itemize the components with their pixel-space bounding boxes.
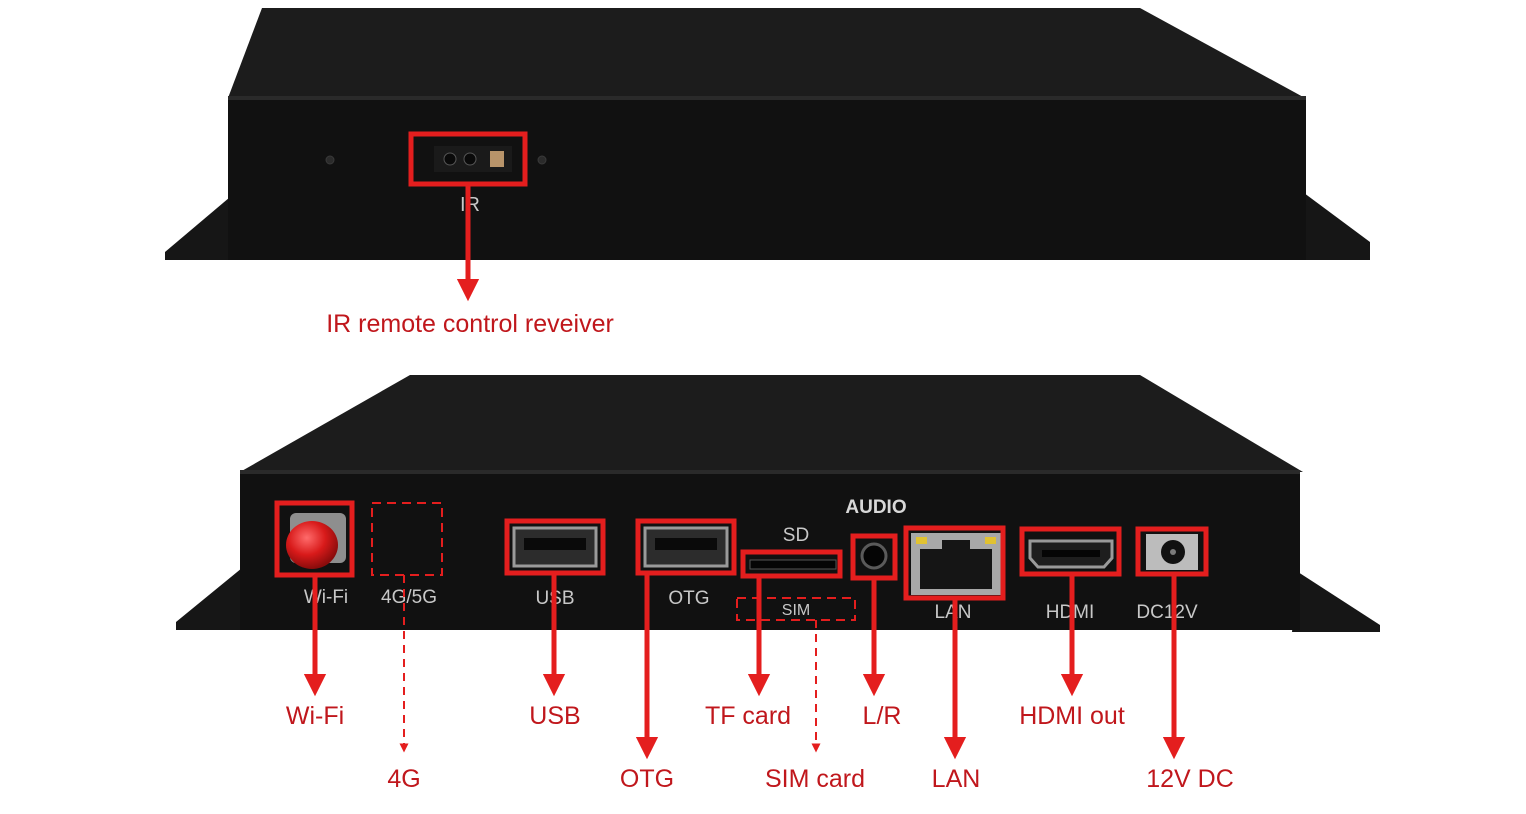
callout-12v-dc: 12V DC <box>1146 765 1234 793</box>
hdmi-port <box>1028 539 1114 569</box>
callout-usb: USB <box>529 702 581 730</box>
front-indicator-right <box>537 155 547 165</box>
front-right-flange <box>1300 190 1370 260</box>
sim-port-label: SIM <box>782 602 810 619</box>
callout-ir-remote-receiver: IR remote control reveiver <box>326 310 614 338</box>
usb-port <box>512 526 598 568</box>
rear-lid <box>240 375 1303 472</box>
callout-4g: 4G <box>387 765 421 793</box>
audio-jack <box>860 542 888 570</box>
cellular-highlight-box <box>371 502 443 576</box>
wifi-port-label: Wi-Fi <box>304 587 348 608</box>
ir-receiver <box>434 146 512 172</box>
audio-section-label: AUDIO <box>845 497 906 518</box>
cellular-port-label: 4G/5G <box>381 587 437 608</box>
lan-port <box>911 533 1001 595</box>
otg-port <box>643 526 729 568</box>
otg-port-label: OTG <box>668 588 709 609</box>
front-left-flange <box>165 192 236 260</box>
callout-hdmi-out: HDMI out <box>1019 702 1125 730</box>
rear-right-flange <box>1292 572 1380 632</box>
callout-wifi: Wi-Fi <box>285 702 345 730</box>
dc-port-label: DC12V <box>1136 602 1198 623</box>
wifi-antenna <box>286 513 346 569</box>
sd-slot <box>749 559 837 570</box>
callout-otg: OTG <box>619 765 675 793</box>
otg-highlight-box <box>635 518 737 576</box>
callout-tf-card: TF card <box>704 702 792 730</box>
rear-left-flange <box>176 568 242 630</box>
dc-port <box>1146 534 1198 570</box>
rear-device: Wi-Fi 4G/5G USB OTG SD SIM AUDIO <box>176 375 1380 760</box>
sd-highlight-box <box>740 549 843 579</box>
front-device: IR <box>165 8 1370 302</box>
callout-lan: LAN <box>931 765 981 793</box>
callout-audio-lr: L/R <box>862 702 902 730</box>
front-indicator-left <box>325 155 335 165</box>
sd-port-label: SD <box>783 525 809 546</box>
front-face <box>228 96 1306 260</box>
front-lid <box>228 8 1305 98</box>
callout-sim-card: SIM card <box>764 765 866 793</box>
sim-highlight-box <box>736 597 856 621</box>
